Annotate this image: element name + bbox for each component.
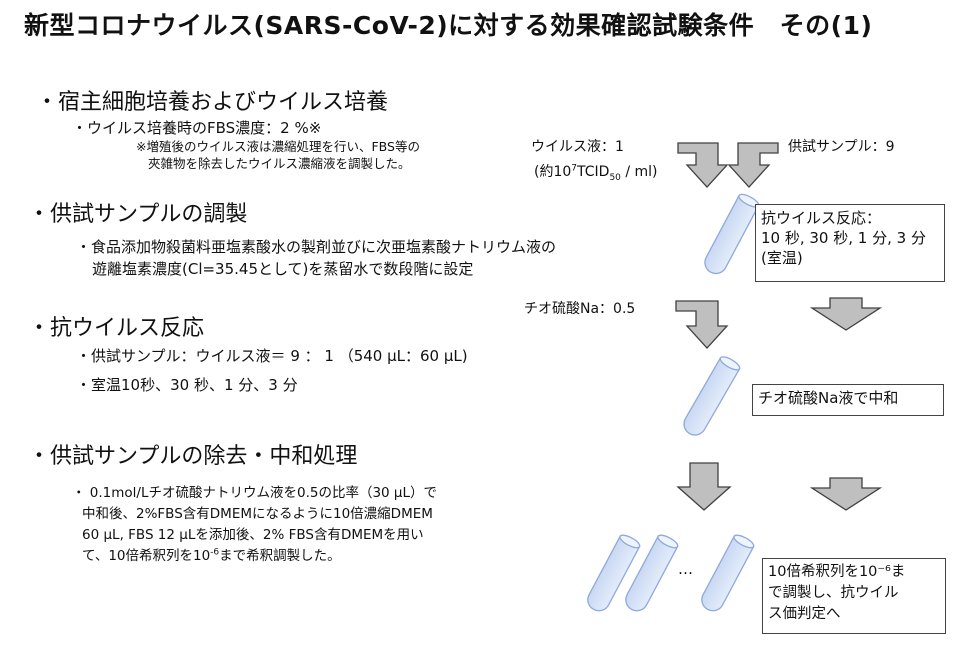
virus-titer-label: (約107TCID50 / ml) <box>534 163 658 183</box>
ellipsis-label: … <box>678 560 693 578</box>
tube-neutralize <box>683 356 741 436</box>
section-sample-prep-heading: ・供試サンプルの調製 <box>28 202 248 227</box>
arrow-sample-elbow <box>727 142 779 188</box>
sample-volume-label: 供試サンプル：9 <box>788 139 895 155</box>
antiviral-reaction-box: 抗ウイルス反応： 10 秒, 30 秒, 1 分, 3 分 (室温) <box>755 204 945 282</box>
virus-volume-label: ウイルス液：1 <box>531 139 624 155</box>
arrow-down-right-1 <box>809 297 883 331</box>
section-neutralize-line-4: て、10倍希釈列を10-6まで希釈調製した。 <box>82 547 341 565</box>
arrow-down-left-2 <box>676 462 732 511</box>
section-neutralize-heading: ・供試サンプルの除去・中和処理 <box>28 444 358 469</box>
tube-dilution-2 <box>625 534 679 612</box>
tube-reaction <box>704 193 760 275</box>
section-host-cell-note-2: 夾雑物を除去したウイルス濃縮液を調製した。 <box>148 156 411 171</box>
tube-dilution-1 <box>587 534 641 612</box>
arrow-thio-elbow <box>675 300 729 349</box>
section-neutralize-line-1: ・ 0.1mol/Lチオ硫酸ナトリウム液を0.5の比率（30 µL）で <box>72 485 438 501</box>
section-host-cell-fbs: ・ウイルス培養時のFBS濃度：2 %※ <box>72 119 322 137</box>
section-neutralize-line-2: 中和後、2%FBS含有DMEMになるように10倍濃縮DMEM <box>82 506 433 522</box>
section-sample-prep-line-2: 遊離塩素濃度(Cl=35.45として)を蒸留水で数段階に設定 <box>92 260 474 278</box>
section-sample-prep-line-1: ・食品添加物殺菌料亜塩素酸水の製剤並びに次亜塩素酸ナトリウム液の <box>76 238 557 256</box>
tube-dilution-3 <box>701 534 755 612</box>
section-antiviral-heading: ・抗ウイルス反応 <box>28 316 205 341</box>
neutralize-box: チオ硫酸Na液で中和 <box>752 384 944 416</box>
section-antiviral-time: ・室温10秒、30 秒、1 分、3 分 <box>76 376 298 394</box>
section-neutralize-line-3: 60 µL, FBS 12 µLを添加後、2% FBS含有DMEMを用い <box>82 527 424 543</box>
arrow-virus-elbow <box>677 142 729 188</box>
dilution-box: 10倍希釈列を10⁻⁶ま で調製し、抗ウイル ス価判定へ <box>762 558 946 634</box>
thiosulfate-label: チオ硫酸Na：0.5 <box>524 301 636 317</box>
section-antiviral-ratio: ・供試サンプル：ウイルス液＝ 9 ： 1 （540 µL：60 µL) <box>76 347 468 365</box>
arrow-down-right-2 <box>809 477 883 511</box>
page-title: 新型コロナウイルス(SARS-CoV-2)に対する効果確認試験条件 その(1) <box>24 11 873 40</box>
section-host-cell-heading: ・宿主細胞培養およびウイルス培養 <box>36 90 389 115</box>
section-host-cell-note-1: ※増殖後のウイルス液は濃縮処理を行い、FBS等の <box>136 139 420 154</box>
